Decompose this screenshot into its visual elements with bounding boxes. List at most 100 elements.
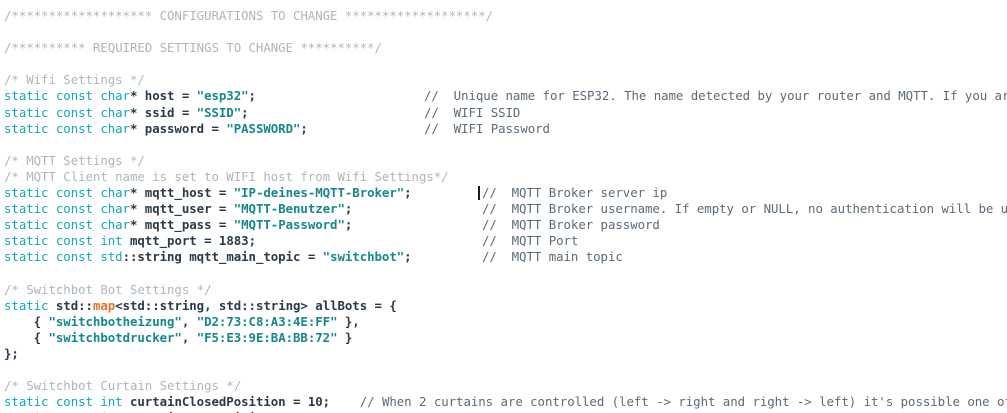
token-id: 1883: [218, 233, 249, 249]
code-tokens: static const int curtainOpenPosition = 1…: [4, 410, 397, 413]
line-decl-mqtt-pass[interactable]: static const char* mqtt_pass = "MQTT-Pas…: [0, 217, 1007, 233]
token-cmt: /******************* CONFIGURATIONS TO C…: [4, 8, 494, 23]
code-tokens: static const char* mqtt_user = "MQTT-Ben…: [4, 201, 352, 217]
token-punc: [123, 233, 130, 248]
token-str: "IP-deines-MQTT-Broker": [233, 185, 405, 201]
line-decl-mqtt-user[interactable]: static const char* mqtt_user = "MQTT-Ben…: [0, 201, 1007, 217]
line-comment-switchbot-bot-settings[interactable]: /* Switchbot Bot Settings */: [0, 282, 1007, 298]
token-punc: {: [4, 329, 49, 345]
token-punc: *: [129, 120, 145, 136]
line-decl-curtain-closed-position[interactable]: static const int curtainClosedPosition =…: [0, 394, 1007, 410]
trailing-comment: // MQTT Broker server ip: [482, 185, 668, 201]
token-punc: ;: [344, 217, 353, 233]
code-tokens: static const int curtainClosedPosition =…: [4, 394, 1007, 410]
token-punc: *: [129, 217, 145, 233]
token-id: 10: [307, 394, 323, 410]
token-cmt2: // When 2 curtains are controlled (left …: [359, 394, 1007, 410]
token-punc: =: [285, 394, 308, 410]
code-tokens: /* MQTT Settings */: [4, 153, 145, 169]
token-cmt: /* Switchbot Bot Settings */: [4, 281, 212, 297]
line-allbots-close[interactable]: };: [0, 346, 1007, 362]
line-comment-mqtt-client-name[interactable]: /* MQTT Client name is set to WIFI host …: [0, 169, 1007, 185]
token-punc: ;: [248, 233, 256, 249]
token-punc: =: [196, 233, 219, 249]
token-id: 110: [293, 410, 315, 413]
token-kw: static const char: [4, 217, 130, 233]
line-header-required-settings[interactable]: /********** REQUIRED SETTINGS TO CHANGE …: [0, 40, 1007, 56]
token-str: "switchbot": [322, 249, 405, 265]
token-punc: ;: [315, 410, 322, 413]
token-punc: ;: [404, 249, 412, 265]
token-type: std::: [48, 297, 93, 313]
token-kw: static const int: [4, 410, 123, 413]
token-punc: =: [174, 104, 197, 120]
code-tokens: /* Switchbot Curtain Settings */: [4, 378, 241, 394]
line-header-configurations[interactable]: /******************* CONFIGURATIONS TO C…: [0, 8, 1007, 24]
line-decl-mqtt-port[interactable]: static const int mqtt_port = 1883;// MQT…: [0, 233, 1007, 249]
text-caret: [478, 186, 480, 201]
token-punc: =: [211, 185, 234, 201]
token-kw: static: [4, 297, 49, 313]
line-blank-2[interactable]: [0, 56, 1007, 72]
line-blank-3[interactable]: [0, 137, 1007, 153]
line-decl-allbots[interactable]: static std::map<std::string, std::string…: [0, 298, 1007, 314]
trailing-comment: // WIFI Password: [424, 120, 550, 136]
token-id: host: [144, 88, 175, 104]
line-decl-curtain-open-position-clipped[interactable]: static const int curtainOpenPosition = 1…: [0, 410, 1007, 413]
token-id: password: [144, 120, 205, 136]
line-decl-host[interactable]: static const char* host = "esp32";// Uni…: [0, 88, 1007, 104]
token-str: "SSID": [196, 104, 242, 120]
code-tokens: static const std::string mqtt_main_topic…: [4, 249, 412, 265]
line-decl-ssid[interactable]: static const char* ssid = "SSID";// WIFI…: [0, 105, 1007, 121]
line-decl-mqtt-host[interactable]: static const char* mqtt_host = "IP-deine…: [0, 185, 1007, 201]
token-punc: ;: [241, 104, 249, 120]
token-punc: =: [211, 217, 234, 233]
line-blank-4[interactable]: [0, 266, 1007, 282]
line-allbots-entry-heizung[interactable]: { "switchbotheizung", "D2:73:C8:A3:4E:FF…: [0, 314, 1007, 330]
token-kw: static const int: [4, 233, 123, 249]
line-decl-mqtt-main-topic[interactable]: static const std::string mqtt_main_topic…: [0, 249, 1007, 265]
line-comment-mqtt-settings[interactable]: /* MQTT Settings */: [0, 153, 1007, 169]
token-kw: static const int: [4, 394, 123, 410]
token-punc: *: [129, 104, 145, 120]
token-punc: =: [211, 201, 234, 217]
token-id: mqtt_main_topic: [189, 249, 301, 265]
token-punc: =: [204, 120, 227, 136]
trailing-comment: // MQTT Broker password: [482, 217, 660, 233]
code-tokens: { "switchbotheizung", "D2:73:C8:A3:4E:FF…: [4, 314, 360, 330]
token-id: mqtt_host: [144, 185, 212, 201]
token-punc: =: [300, 249, 323, 265]
code-tokens: static const char* password = "PASSWORD"…: [4, 121, 308, 137]
line-decl-password[interactable]: static const char* password = "PASSWORD"…: [0, 121, 1007, 137]
token-punc: ;: [300, 120, 308, 136]
token-cmt: /********** REQUIRED SETTINGS TO CHANGE …: [4, 40, 382, 56]
token-id: ssid: [144, 104, 175, 120]
token-cmt: /* Wifi Settings */: [4, 72, 145, 88]
token-special: map: [92, 297, 116, 313]
token-id: mqtt_port: [129, 233, 197, 249]
token-kw: static const char: [4, 120, 130, 136]
line-blank-1[interactable]: [0, 24, 1007, 40]
token-punc: ,: [181, 329, 197, 345]
line-allbots-entry-drucker[interactable]: { "switchbotdrucker", "F5:E3:9E:BA:BB:72…: [0, 330, 1007, 346]
code-tokens: { "switchbotdrucker", "F5:E3:9E:BA:BB:72…: [4, 329, 353, 346]
line-comment-switchbot-curtain-settings[interactable]: /* Switchbot Curtain Settings */: [0, 378, 1007, 394]
token-id: curtainOpenPosition: [130, 410, 271, 413]
code-tokens: /* Wifi Settings */: [4, 72, 145, 88]
code-tokens: static const char* host = "esp32";: [4, 88, 256, 104]
token-id: mqtt_pass: [144, 217, 212, 233]
token-punc: [123, 394, 130, 409]
code-tokens: /********** REQUIRED SETTINGS TO CHANGE …: [4, 40, 382, 56]
token-punc: ,: [181, 313, 197, 329]
token-kw: static const char: [4, 104, 130, 120]
code-tokens: static const char* mqtt_pass = "MQTT-Pas…: [4, 217, 352, 233]
token-punc: [330, 394, 360, 409]
token-punc: = {: [367, 297, 397, 313]
token-punc: },: [337, 313, 360, 329]
token-punc: =: [271, 410, 293, 413]
token-punc: *: [129, 88, 145, 104]
code-tokens: static const char* ssid = "SSID";: [4, 105, 249, 121]
line-comment-wifi-settings[interactable]: /* Wifi Settings */: [0, 72, 1007, 88]
line-blank-5[interactable]: [0, 362, 1007, 378]
